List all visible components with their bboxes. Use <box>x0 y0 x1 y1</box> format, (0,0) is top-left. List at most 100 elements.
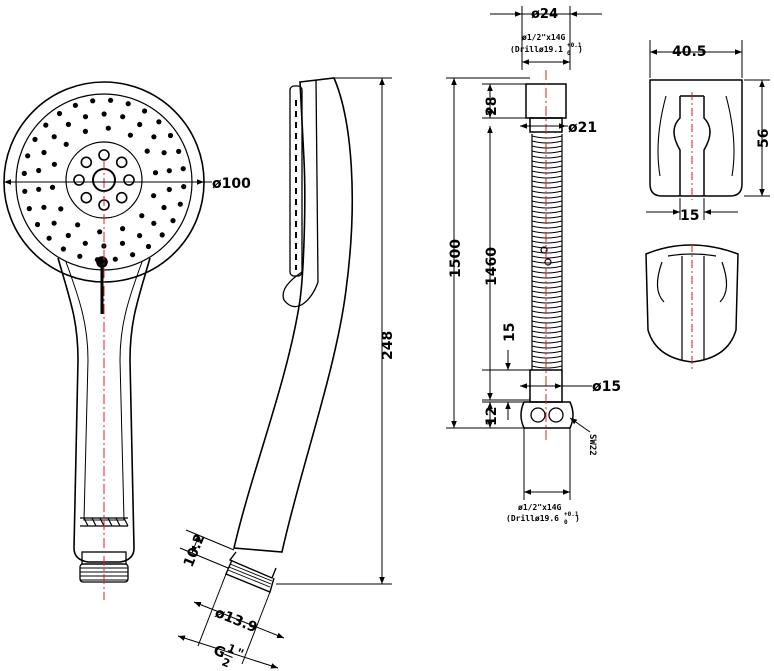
svg-text:0: 0 <box>567 50 571 57</box>
dim-bottom-ferrule-diameter: ø15 <box>592 379 621 395</box>
nozzle-dot <box>22 188 28 194</box>
hose-coil <box>531 275 563 279</box>
overall-length-dimension <box>276 77 392 585</box>
nozzle-dot <box>137 121 143 128</box>
svg-text:2: 2 <box>220 655 232 670</box>
thread-length-dimension <box>179 529 235 569</box>
holder-side-view <box>645 244 739 370</box>
nozzle-dot <box>77 253 83 259</box>
dim-top-nut-diameter: ø21 <box>568 120 597 136</box>
hose-coil <box>531 175 563 179</box>
dim-thread-diameter: ø13.9 <box>213 605 260 636</box>
holder-front-view <box>649 79 743 200</box>
hose-coil <box>531 265 563 269</box>
svg-text:G: G <box>211 643 228 662</box>
nozzle-dot <box>180 166 186 172</box>
nozzle-dot <box>125 101 131 107</box>
hose-coil <box>531 270 563 274</box>
nozzle-dot <box>82 128 88 134</box>
nozzle-dot <box>139 213 145 219</box>
nozzle-pattern <box>21 97 187 263</box>
svg-text:+0.1: +0.1 <box>564 511 579 518</box>
thread-g-dimension <box>177 609 279 669</box>
hose-coil <box>531 340 563 344</box>
nozzle-dot <box>60 246 66 252</box>
nozzle-dot <box>26 206 32 212</box>
hose-bottom-thread-note: ø1/2"x14G (Drillø19.6 +0.1 0 ) <box>506 503 580 526</box>
nozzle-dot <box>177 201 183 207</box>
thread-diameter-dimension <box>193 573 285 639</box>
hose-coil <box>531 300 563 304</box>
hose-coil <box>531 350 563 354</box>
nozzle-dot <box>145 243 152 250</box>
hose-bottom-nut <box>520 401 574 429</box>
hose-coil <box>531 285 563 289</box>
nozzle-dot <box>58 206 64 212</box>
nozzle-dot <box>32 136 38 142</box>
hose-coil <box>531 290 563 294</box>
nozzle-dot <box>130 252 136 258</box>
nozzle-dot <box>119 240 126 246</box>
hose-coil <box>531 365 563 369</box>
dim-holder-slot-width: 15 <box>680 208 699 224</box>
nozzle-dot <box>49 184 56 190</box>
dim-hose-total-length: 1500 <box>448 239 464 278</box>
nozzle-dot <box>41 204 47 210</box>
hose-coil <box>531 160 563 164</box>
nozzle-dot <box>156 119 162 125</box>
side-face-plate <box>282 79 319 308</box>
hose-coil <box>531 320 563 324</box>
hose-coil <box>531 145 563 149</box>
hose-coil <box>531 135 563 139</box>
nozzle-dot <box>161 150 167 156</box>
svg-text:": " <box>234 646 246 662</box>
center-nozzle <box>115 191 128 204</box>
svg-text:(Drillø19.6: (Drillø19.6 <box>506 513 559 523</box>
dim-bottom-ferrule-length: 15 <box>502 323 518 342</box>
holder-slot <box>673 96 711 196</box>
nozzle-dot <box>166 186 172 193</box>
hose-coil <box>531 150 563 154</box>
hose-coil <box>531 330 563 334</box>
nozzle-dot <box>161 204 167 211</box>
nozzle-dot <box>51 220 57 226</box>
nozzle-dot <box>51 134 57 140</box>
svg-text:ø1/2"x14G: ø1/2"x14G <box>518 503 562 512</box>
nozzle-dot <box>181 184 187 190</box>
center-nozzle <box>98 149 110 161</box>
nozzle-dot <box>112 256 118 262</box>
handset-side-view <box>225 77 354 593</box>
hose-coil <box>531 355 563 359</box>
nozzle-dot <box>56 110 63 117</box>
hose-coils <box>531 135 563 369</box>
nozzle-dot <box>142 108 148 114</box>
nozzle-dot <box>127 132 133 138</box>
nozzle-dot <box>151 193 157 199</box>
dim-holder-width: 40.5 <box>672 44 707 60</box>
dim-bottom-nut-height: 12 <box>484 407 500 426</box>
hose-coil <box>531 260 563 264</box>
hose-coil <box>531 335 563 339</box>
center-nozzle <box>80 191 93 204</box>
svg-text:): ) <box>578 45 583 54</box>
svg-text:ø1/2"x14G: ø1/2"x14G <box>522 33 566 42</box>
hose-coil <box>531 205 563 209</box>
nozzle-dot <box>82 240 88 246</box>
hose-coil <box>531 315 563 319</box>
nozzle-dot <box>151 220 157 226</box>
hose-coil <box>531 155 563 159</box>
hose-coil <box>531 195 563 199</box>
hose-coil <box>531 235 563 239</box>
handset-front-view <box>3 81 205 600</box>
nozzle-dot <box>120 114 126 120</box>
hose-coil <box>531 325 563 329</box>
hose-coil <box>531 230 563 234</box>
svg-text:0: 0 <box>564 519 568 526</box>
dim-top-nut-height: 28 <box>484 97 500 116</box>
nozzle-dot <box>101 111 107 117</box>
hose-top-thread-note: ø1/2"x14G (Drillø19.1 +0.1 0 ) <box>510 33 583 57</box>
hose-view <box>520 70 574 440</box>
nozzle-dot <box>120 226 126 232</box>
hose-coil <box>531 310 563 314</box>
